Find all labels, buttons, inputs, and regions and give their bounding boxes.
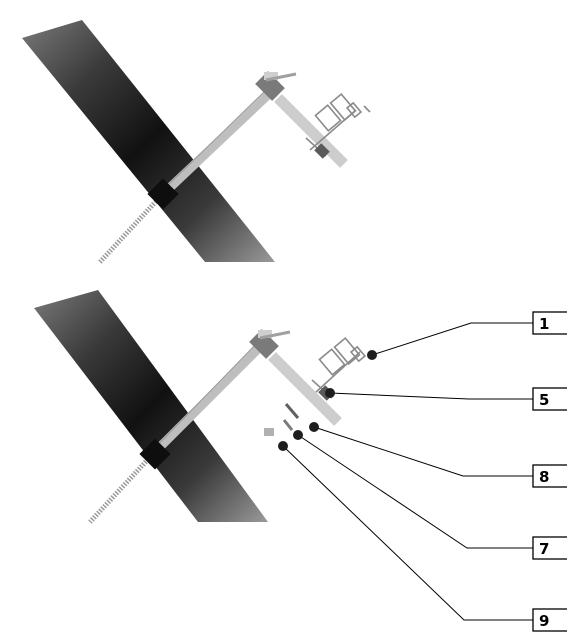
leader-line-8 <box>313 426 533 477</box>
flange-nut-top <box>255 71 297 101</box>
assembled-view <box>22 20 371 264</box>
callout-box-8 <box>532 464 567 488</box>
threaded-rod-lower-top <box>98 195 162 264</box>
part-7-screw <box>282 419 294 431</box>
part-9-nut <box>264 428 274 436</box>
clamp-top <box>147 178 179 210</box>
callout-dot-8 <box>309 422 319 432</box>
callout-5: 5 <box>325 387 567 411</box>
callout-box-9 <box>532 608 567 632</box>
rod-top-edge <box>159 89 267 194</box>
threaded-rod-lower-bottom <box>88 453 154 524</box>
callout-dot-7 <box>293 430 303 440</box>
pipe-top <box>22 20 275 262</box>
callout-1: 1 <box>367 311 567 360</box>
part-8-washer <box>284 403 300 419</box>
rod-bottom <box>148 341 266 459</box>
clamp-bottom <box>139 438 171 470</box>
callout-dot-1 <box>367 350 377 360</box>
callout-9: 9 <box>278 441 567 632</box>
pipe-bottom <box>34 290 268 522</box>
rod-bottom-edge <box>151 339 261 452</box>
leader-line-5 <box>329 392 533 400</box>
leader-line-9 <box>282 445 533 621</box>
callout-box-1 <box>532 311 567 335</box>
fitting-top <box>305 92 371 157</box>
callout-number-9: 9 <box>539 612 549 630</box>
callout-box-7 <box>532 536 567 560</box>
bracket-plate-top <box>274 94 348 168</box>
leader-line-1 <box>371 322 533 356</box>
rod-top <box>156 91 272 201</box>
bracket-plate-bottom <box>268 352 342 426</box>
exploded-view <box>34 290 367 524</box>
callout-dot-5 <box>325 388 335 398</box>
callout-8: 8 <box>309 422 567 488</box>
callout-number-1: 1 <box>539 315 549 333</box>
callout-number-5: 5 <box>539 391 549 409</box>
callout-box-5 <box>532 387 567 411</box>
leader-line-7 <box>297 434 533 549</box>
callout-7: 7 <box>293 430 567 560</box>
flange-nut-bottom <box>249 329 291 359</box>
callout-number-7: 7 <box>539 540 549 558</box>
fitting-top-nut <box>314 143 330 159</box>
callout-number-8: 8 <box>539 468 549 486</box>
callout-dot-9 <box>278 441 288 451</box>
fitting-bottom <box>311 336 367 399</box>
